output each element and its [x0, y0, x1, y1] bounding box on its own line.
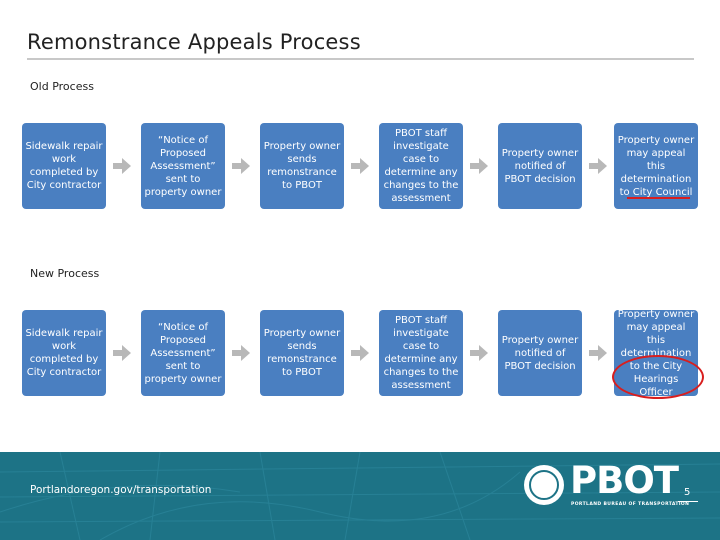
old-step-5: Property owner notified of PBOT decision [498, 123, 582, 209]
step-text: PBOT staff investigate case to determine… [383, 128, 459, 204]
old-process-label: Old Process [30, 80, 94, 93]
step-text: Property owner notified of PBOT decision [501, 147, 579, 185]
city-council-underline [627, 197, 690, 199]
new-step-5: Property owner notified of PBOT decision [498, 310, 582, 396]
new-step-2: “Notice of Proposed Assessment” sent to … [141, 310, 225, 396]
arrow-right-icon [351, 345, 369, 361]
footer-bar: Portlandoregon.gov/transportation PBOT P… [0, 452, 720, 540]
map-pattern-decoration [0, 452, 720, 540]
page-number: 5 [684, 487, 691, 498]
old-step-4: PBOT staff investigate case to determine… [379, 123, 463, 209]
step-text: Property owner sends remonstrance to PBO… [263, 141, 341, 191]
old-process-row: Sidewalk repair work completed by City c… [22, 123, 698, 209]
step-text: Sidewalk repair work completed by City c… [25, 328, 103, 378]
step-text: Sidewalk repair work completed by City c… [25, 141, 103, 191]
new-process-label: New Process [30, 267, 100, 280]
step-text: PBOT staff investigate case to determine… [383, 315, 459, 391]
step-text: Property owner may appeal this determina… [617, 134, 695, 198]
arrow-right-icon [113, 345, 131, 361]
hearings-officer-highlight [612, 355, 704, 399]
new-step-4: PBOT staff investigate case to determine… [379, 310, 463, 396]
step-text: Property owner notified of PBOT decision [501, 334, 579, 372]
city-seal-icon [524, 465, 564, 505]
page-title: Remonstrance Appeals Process [27, 30, 361, 54]
new-step-1: Sidewalk repair work completed by City c… [22, 310, 106, 396]
old-step-1: Sidewalk repair work completed by City c… [22, 123, 106, 209]
pbot-logo-subtitle: PORTLAND BUREAU OF TRANSPORTATION [571, 502, 690, 507]
pbot-logo: PBOT [570, 459, 679, 502]
arrow-right-icon [232, 345, 250, 361]
arrow-right-icon [470, 158, 488, 174]
step-text: Property owner sends remonstrance to PBO… [263, 328, 341, 378]
new-process-row: Sidewalk repair work completed by City c… [22, 309, 698, 398]
arrow-right-icon [589, 345, 607, 361]
page-number-rule [678, 501, 698, 502]
step-text: “Notice of Proposed Assessment” sent to … [144, 321, 222, 385]
title-divider [27, 58, 694, 60]
old-step-2: “Notice of Proposed Assessment” sent to … [141, 123, 225, 209]
arrow-right-icon [232, 158, 250, 174]
step-text: “Notice of Proposed Assessment” sent to … [144, 134, 222, 198]
new-step-3: Property owner sends remonstrance to PBO… [260, 310, 344, 396]
arrow-right-icon [470, 345, 488, 361]
old-step-6: Property owner may appeal this determina… [614, 123, 698, 209]
footer-url: Portlandoregon.gov/transportation [30, 484, 212, 496]
old-step-3: Property owner sends remonstrance to PBO… [260, 123, 344, 209]
arrow-right-icon [351, 158, 369, 174]
arrow-right-icon [589, 158, 607, 174]
arrow-right-icon [113, 158, 131, 174]
